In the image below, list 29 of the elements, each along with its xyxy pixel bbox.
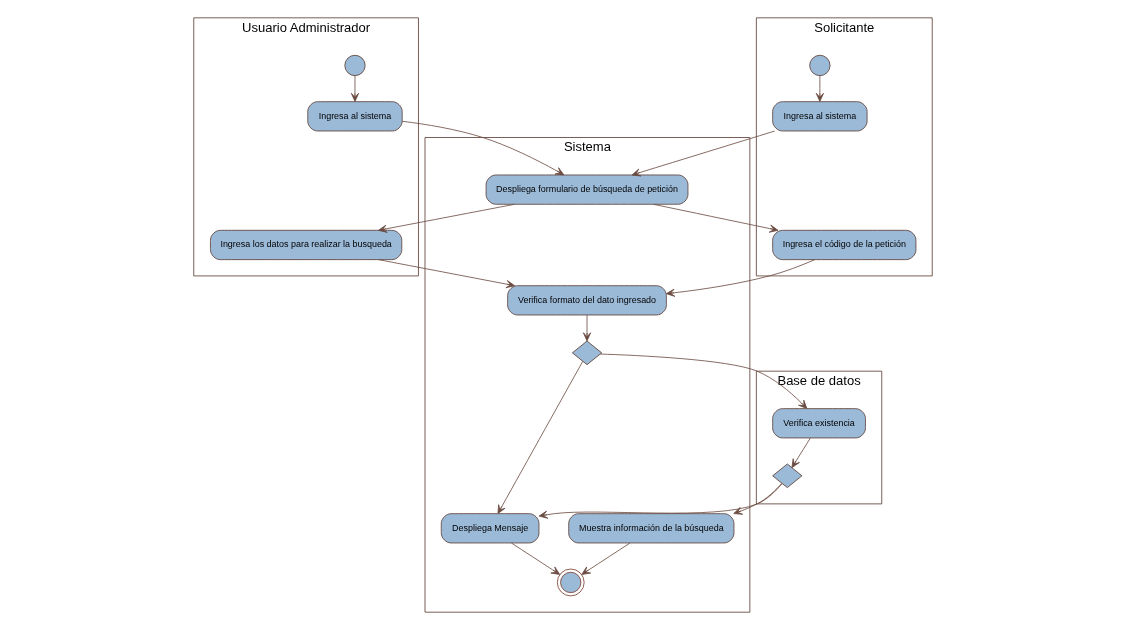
arrow <box>653 203 779 233</box>
node-box: Despliega Mensaje <box>440 513 540 544</box>
node-diamond <box>772 463 803 488</box>
node-circle <box>809 54 831 77</box>
arrow <box>581 542 631 575</box>
arrow <box>511 542 561 575</box>
node-box: Ingresa al sistema <box>772 101 868 132</box>
arrow <box>582 314 592 342</box>
arrow <box>350 75 360 102</box>
arrow <box>666 259 816 297</box>
node-box: Verifica existencia <box>772 408 866 439</box>
node-box: Ingresa los datos para realizar la busqueda <box>210 229 403 261</box>
arrow <box>733 482 783 515</box>
arrow <box>631 130 776 177</box>
arrow <box>378 203 515 233</box>
node-diamond <box>571 340 603 366</box>
node-circle <box>344 54 366 77</box>
arrow <box>599 353 808 409</box>
arrow <box>378 259 516 289</box>
arrow <box>791 437 811 468</box>
arrow <box>497 360 584 514</box>
arrow <box>815 75 824 102</box>
arrow <box>401 120 565 176</box>
node-box: Despliega formulario de búsqueda de petición <box>485 174 689 205</box>
node-box: Ingresa el código de la petición <box>772 229 917 261</box>
node-box: Verifica formato del dato ingresado <box>507 285 667 316</box>
node-box: Ingresa al sistema <box>307 101 403 132</box>
arrow <box>538 483 783 519</box>
node-box: Muestra información de la búsqueda <box>568 513 735 544</box>
